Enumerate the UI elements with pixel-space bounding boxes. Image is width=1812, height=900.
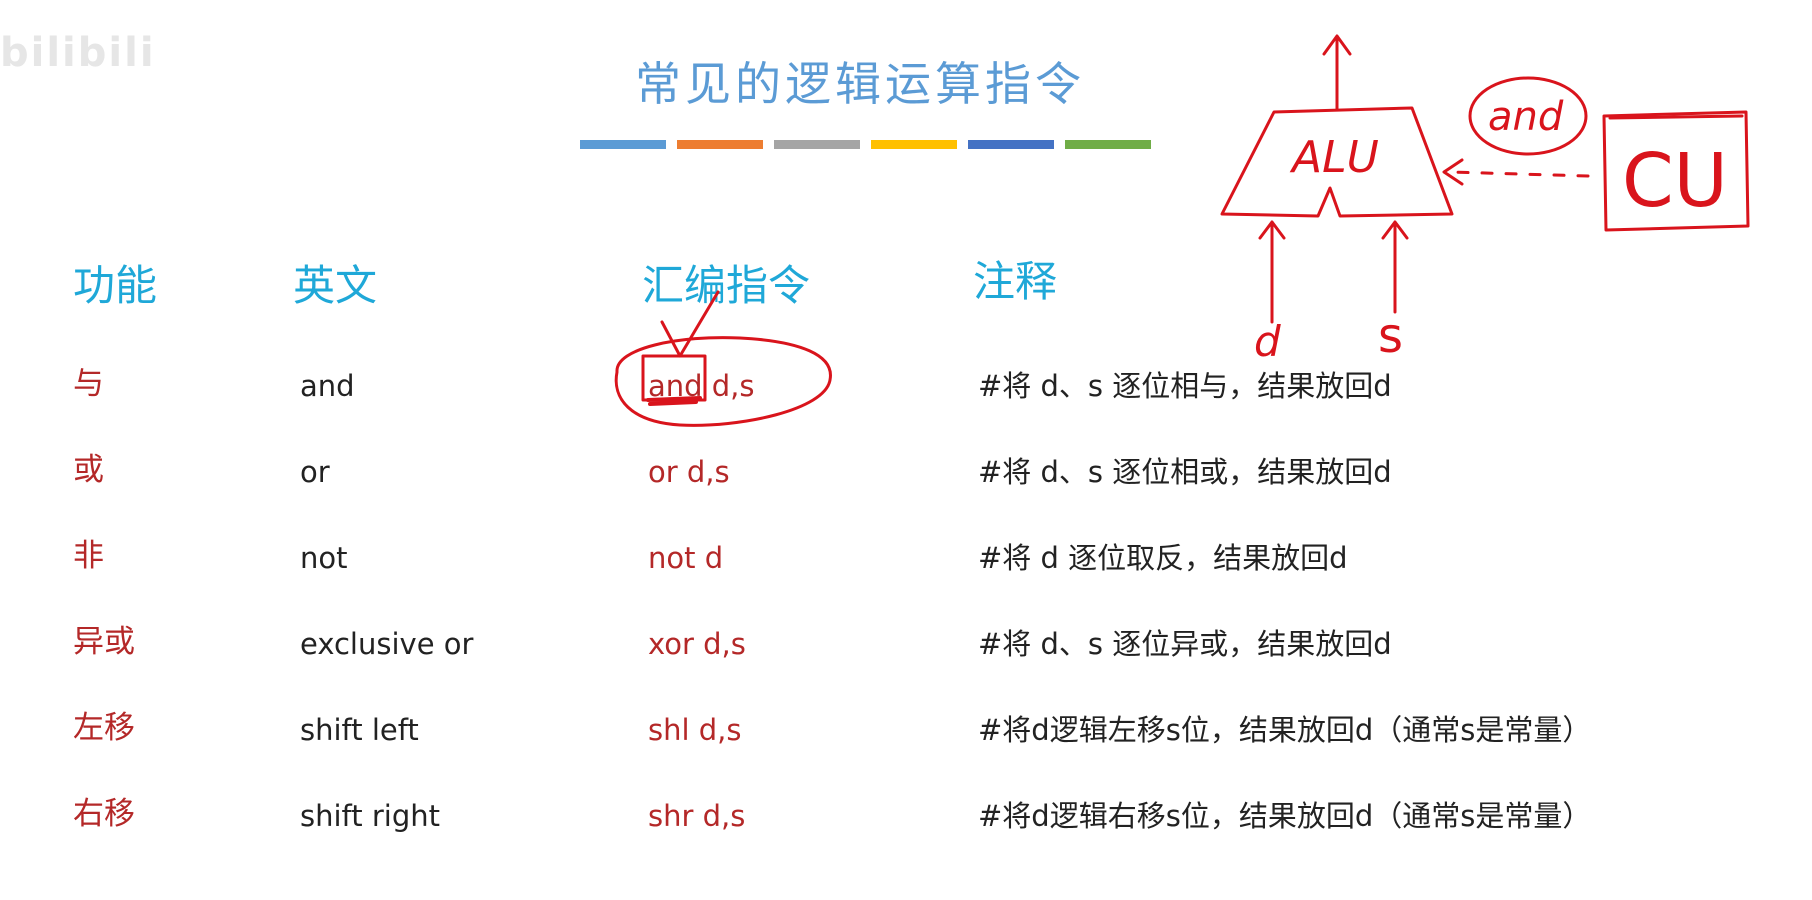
row-function: 或 — [73, 452, 104, 488]
color-bar-segment — [677, 140, 763, 149]
cu-box — [1602, 110, 1750, 232]
op-label: and — [1488, 94, 1564, 140]
row-comment: #将 d 逐位取反，结果放回d — [978, 541, 1348, 575]
row-english: exclusive or — [300, 627, 474, 661]
row-assembly: and d,s — [648, 369, 755, 403]
header-assembly: 汇编指令 — [642, 261, 811, 310]
row-english: and — [300, 369, 355, 403]
row-function: 左移 — [73, 710, 135, 746]
row-english: shift left — [300, 713, 419, 747]
row-function: 右移 — [73, 796, 135, 832]
input-d-arrow — [1258, 220, 1286, 324]
color-bar-segment — [580, 140, 666, 149]
row-assembly: shr d,s — [648, 799, 746, 833]
row-comment: #将d逻辑右移s位，结果放回d（通常s是常量） — [978, 799, 1592, 833]
bilibili-watermark: bilibili — [0, 30, 156, 76]
op-ellipse — [1468, 76, 1588, 156]
row-function: 与 — [73, 366, 104, 402]
row-assembly: not d — [648, 541, 724, 575]
header-comment: 注释 — [973, 257, 1058, 306]
header-function: 功能 — [73, 261, 158, 310]
alu-output-arrow — [1322, 34, 1352, 112]
row-function: 异或 — [73, 624, 135, 660]
color-bar-segment — [774, 140, 860, 149]
row-english: or — [300, 455, 330, 489]
row-assembly: xor d,s — [648, 627, 746, 661]
input-s-label: s — [1378, 308, 1403, 364]
row-comment: #将 d、s 逐位异或，结果放回d — [978, 627, 1392, 661]
row-assembly: shl d,s — [648, 713, 742, 747]
input-s-arrow — [1381, 220, 1409, 314]
color-bar-segment — [1065, 140, 1151, 149]
row-comment: #将 d、s 逐位相或，结果放回d — [978, 455, 1392, 489]
input-d-label: d — [1254, 317, 1281, 366]
row-function: 非 — [73, 538, 104, 574]
row-comment: #将 d、s 逐位相与，结果放回d — [978, 369, 1392, 403]
row-assembly: or d,s — [648, 455, 730, 489]
title-color-bar — [580, 140, 1151, 149]
cu-label: CU — [1622, 138, 1728, 224]
row-english: shift right — [300, 799, 440, 833]
slide-title: 常见的逻辑运算指令 — [635, 57, 1085, 111]
alu-label: ALU — [1289, 132, 1379, 183]
row-comment: #将d逻辑左移s位，结果放回d（通常s是常量） — [978, 713, 1592, 747]
cu-control-arrow — [1448, 170, 1590, 178]
row-english: not — [300, 541, 348, 575]
color-bar-segment — [968, 140, 1054, 149]
color-bar-segment — [871, 140, 957, 149]
alu-shape — [1220, 106, 1454, 218]
header-english: 英文 — [293, 261, 378, 310]
